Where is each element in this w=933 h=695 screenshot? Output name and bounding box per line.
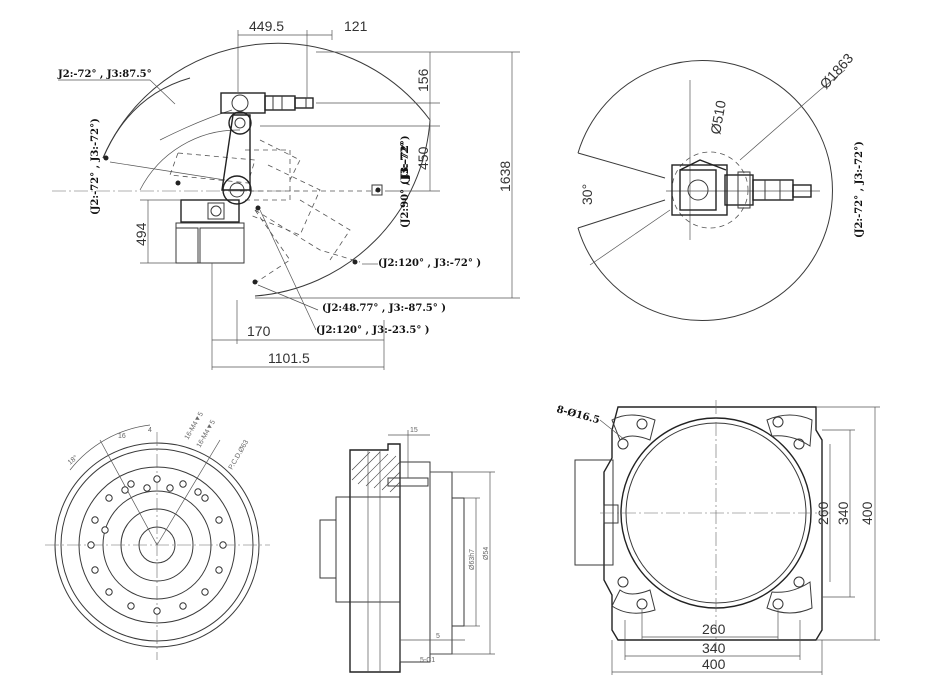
dim-170: 170 <box>247 323 271 339</box>
flange-label-r2: 4 <box>148 427 152 434</box>
dim-1638: 1638 <box>497 161 513 192</box>
base-view: 8-Ø16.5 260 340 400 260 340 400 <box>555 400 880 675</box>
flange-label-angle: 18° <box>66 453 79 466</box>
base-dim-400-vertical: 400 <box>859 501 875 525</box>
section-view: 15 Ø54 Ø63h7 5 5-C1 <box>319 427 495 673</box>
dim-450: 450 <box>415 146 431 170</box>
dim-121: 121 <box>344 18 368 34</box>
top-view: Ø1863 Ø510 30° (J2:-72° , J3:-72°) <box>577 50 865 321</box>
pose-label-left-vertical: (J2:-72° , J3:-72°) <box>90 118 101 215</box>
dim-diameter-510: Ø510 <box>707 99 729 136</box>
pose-label-top-view: (J2:-72° , J3:-72°) <box>854 141 865 238</box>
dashed-arm-poses <box>169 139 361 284</box>
pose-label-j2-48-77: (J2:48.77° , J3:-87.5° ) <box>322 303 446 314</box>
dim-diameter-1863: Ø1863 <box>816 50 856 92</box>
top-reach-circle <box>577 60 833 321</box>
robot-arm-side <box>175 92 383 264</box>
section-dim-5: 5 <box>436 633 440 640</box>
section-hatch <box>351 451 401 493</box>
side-view: 449.5 121 156 450 1638 494 170 1101.5 J2… <box>52 18 520 370</box>
robot-arm-top <box>671 159 812 216</box>
pose-label-top-left: J2:-72° , J3:87.5° <box>57 69 152 80</box>
flange-bolt-holes <box>87 475 227 615</box>
base-dim-260-vertical: 260 <box>815 501 831 525</box>
pose-label-right-vertical: (J3:-72° <box>400 142 411 185</box>
reach-envelope-arc <box>102 42 431 159</box>
pose-label-j2-120-j3-72: (J2:120° , J3:-72° ) <box>378 258 481 269</box>
flange-label-r1: 16 <box>118 433 126 440</box>
base-dim-260-horizontal: 260 <box>702 621 726 637</box>
flange-view: 16-M4▼5 16-M4▼5 P.C.D.Ø63 18° 16 4 <box>45 411 270 660</box>
pose-label-j2-120-j3-23-5: (J2:120° , J3:-23.5° ) <box>316 325 430 336</box>
base-label-holes: 8-Ø16.5 <box>555 404 601 426</box>
dim-1101-5: 1101.5 <box>268 350 310 366</box>
dim-449-5: 449.5 <box>249 18 284 34</box>
flange-label-pcd: P.C.D.Ø63 <box>228 439 251 471</box>
base-dim-340-horizontal: 340 <box>702 640 726 656</box>
section-dim-54: Ø54 <box>483 547 490 560</box>
section-dim-inner: Ø63h7 <box>469 549 476 570</box>
dim-156: 156 <box>415 68 431 92</box>
section-dim-15: 15 <box>410 427 418 434</box>
dim-494: 494 <box>133 222 149 246</box>
section-dim-c1: 5-C1 <box>420 657 435 664</box>
pose-label-right-vertical-2: (J2:90° , J3:-72°) <box>400 135 411 228</box>
base-dim-400-horizontal: 400 <box>702 656 726 672</box>
base-mount-holes <box>617 416 805 610</box>
base-dim-340-vertical: 340 <box>835 501 851 525</box>
dim-angle-30: 30° <box>579 184 595 205</box>
